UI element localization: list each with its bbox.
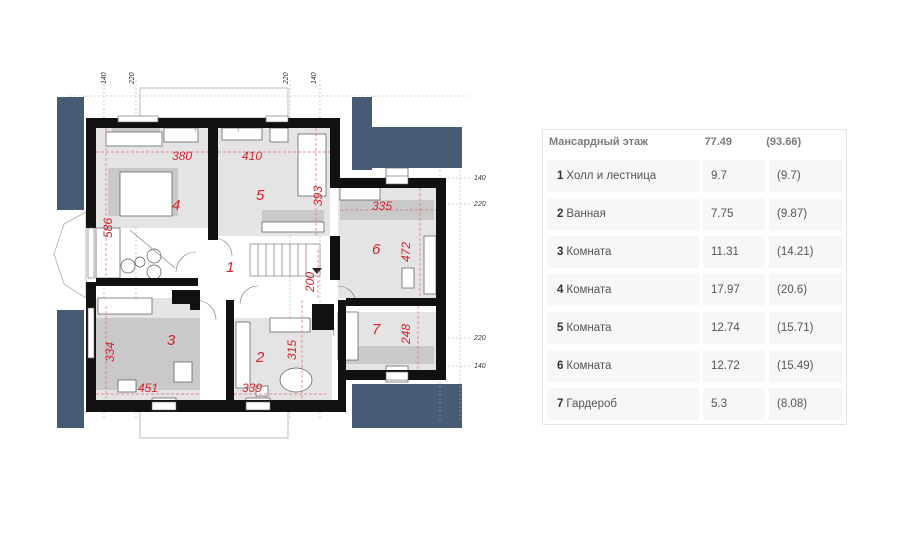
area-row-number: 2 — [557, 208, 564, 220]
area-row-label: Комната — [566, 322, 612, 334]
dim-room-4-depth: 586 — [101, 218, 115, 238]
stair-arrow-icon — [312, 268, 322, 274]
room-number-2: 2 — [255, 349, 265, 366]
dim-top-3: 220 — [283, 72, 290, 85]
windows — [87, 115, 409, 411]
area-row-value-b: (15.71) — [769, 312, 842, 344]
dim-room-3-depth: 334 — [103, 342, 117, 362]
area-table-total-a: 77.49 — [704, 136, 732, 148]
area-row-value-a: 11.31 — [703, 236, 765, 268]
dim-room-4-width: 380 — [172, 149, 192, 163]
area-table-total-b: (93.66) — [766, 136, 802, 148]
dim-top-1: 140 — [101, 72, 108, 84]
area-row-number: 7 — [557, 398, 564, 410]
room-number-1: 1 — [226, 259, 234, 276]
area-row-number: 5 — [557, 322, 564, 334]
area-row-value-a: 17.97 — [703, 274, 765, 306]
dim-top-4: 140 — [311, 72, 318, 84]
dim-room-5-depth: 393 — [311, 186, 325, 206]
walls — [86, 118, 446, 412]
area-row-value-b: (9.7) — [769, 160, 842, 192]
area-row-label: Комната — [566, 246, 612, 258]
area-row-value-a: 7.75 — [703, 198, 765, 230]
room-number-6: 6 — [372, 241, 381, 258]
dim-room-6-depth: 472 — [399, 242, 413, 262]
area-row-label: Комната — [566, 284, 612, 296]
area-row-value-a: 12.72 — [703, 350, 765, 382]
dim-room-2-width: 339 — [242, 381, 262, 395]
area-row-value-b: (9.87) — [769, 198, 842, 230]
room-number-5: 5 — [256, 187, 265, 204]
area-row-value-b: (8.08) — [769, 388, 842, 420]
area-table-title: Мансардный этаж — [549, 136, 648, 148]
area-row-label: Комната — [566, 360, 612, 372]
dim-right-1: 140 — [474, 175, 486, 182]
dim-right-4: 140 — [474, 363, 486, 370]
dim-room-6-width: 335 — [372, 199, 392, 213]
area-row-label: Гардероб — [566, 398, 617, 410]
area-row-number: 3 — [557, 246, 564, 258]
area-row-label: Холл и лестница — [566, 170, 657, 182]
stairs — [249, 243, 321, 277]
dim-top-2: 220 — [129, 72, 136, 85]
room-number-4: 4 — [172, 197, 180, 214]
area-row-number: 1 — [557, 170, 564, 182]
area-row-value-a: 9.7 — [703, 160, 765, 192]
area-row-value-b: (15.49) — [769, 350, 842, 382]
dim-right-3: 220 — [473, 335, 486, 342]
dim-room-7-depth: 248 — [399, 324, 413, 345]
area-row-number: 4 — [557, 284, 564, 296]
room-number-7: 7 — [372, 321, 381, 338]
roof-slopes — [57, 97, 462, 428]
room-number-3: 3 — [167, 332, 176, 349]
area-row-value-a: 12.74 — [703, 312, 765, 344]
floor-plan: 140 220 220 140 140 220 220 140 380 410 … — [53, 72, 486, 439]
area-row-value-b: (14.21) — [769, 236, 842, 268]
area-row-value-b: (20.6) — [769, 274, 842, 306]
area-row-number: 6 — [557, 360, 564, 372]
area-row-label: Ванная — [566, 208, 606, 220]
room-dimension-lines — [96, 128, 436, 398]
dim-room-3-width: 451 — [138, 381, 158, 395]
area-table-header: Мансардный этаж 77.49 (93.66) — [547, 130, 842, 154]
dim-hall: 200 — [303, 272, 317, 293]
area-row-value-a: 5.3 — [703, 388, 765, 420]
dim-room-2-depth: 315 — [285, 340, 299, 360]
dim-room-5-width: 410 — [242, 149, 262, 163]
dim-right-2: 220 — [473, 201, 486, 208]
